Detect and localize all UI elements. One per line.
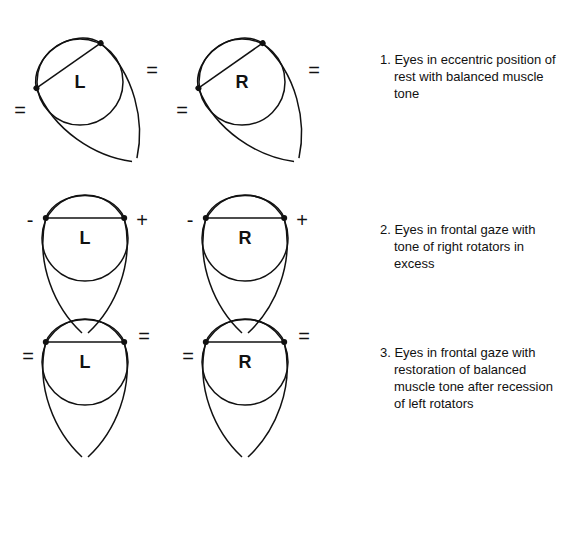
caption-note: 1. Eyes in eccentric position of rest wi…	[380, 52, 560, 103]
tone-sign: =	[138, 326, 150, 346]
eye-outline	[183, 23, 331, 184]
tone-sign: =	[298, 326, 310, 346]
eyeball-circle-line	[42, 195, 128, 281]
eyeball-circle-line	[202, 319, 288, 405]
tone-sign: =	[308, 60, 320, 80]
eye-letter: R	[239, 352, 252, 373]
eyeball-circle: R	[198, 38, 286, 126]
eye-outline	[203, 319, 287, 457]
eye-outline	[43, 319, 127, 457]
eyeball-circle: R	[201, 194, 289, 282]
tone-sign: +	[136, 210, 148, 230]
tone-sign: =	[14, 100, 26, 120]
eyeball-circle: L	[36, 38, 124, 126]
tone-sign: =	[182, 346, 194, 366]
eyeball-circle-line	[202, 195, 288, 281]
tone-sign: +	[296, 210, 308, 230]
eye-outline	[203, 195, 287, 333]
eye-outline	[21, 23, 169, 184]
eye-letter: R	[239, 228, 252, 249]
eyeball-circle: R	[201, 318, 289, 406]
caption-note: 2. Eyes in frontal gaze with tone of rig…	[380, 222, 560, 273]
tone-sign: =	[146, 60, 158, 80]
tone-sign: =	[22, 346, 34, 366]
eye-letter: L	[80, 352, 91, 373]
eyeball-circle-line	[37, 39, 123, 125]
eyeball-circle: L	[41, 194, 129, 282]
eyeball-circle-line	[199, 39, 285, 125]
tone-sign: -	[187, 210, 194, 230]
eye-outline	[43, 195, 127, 333]
eye-letter: R	[236, 72, 249, 93]
eyeball-circle-line	[42, 319, 128, 405]
eye-letter: L	[80, 228, 91, 249]
tone-sign: =	[176, 100, 188, 120]
caption-note: 3. Eyes in frontal gaze with restoration…	[380, 345, 560, 413]
tone-sign: -	[27, 210, 34, 230]
eyeball-circle: L	[41, 318, 129, 406]
eye-letter: L	[75, 72, 86, 93]
